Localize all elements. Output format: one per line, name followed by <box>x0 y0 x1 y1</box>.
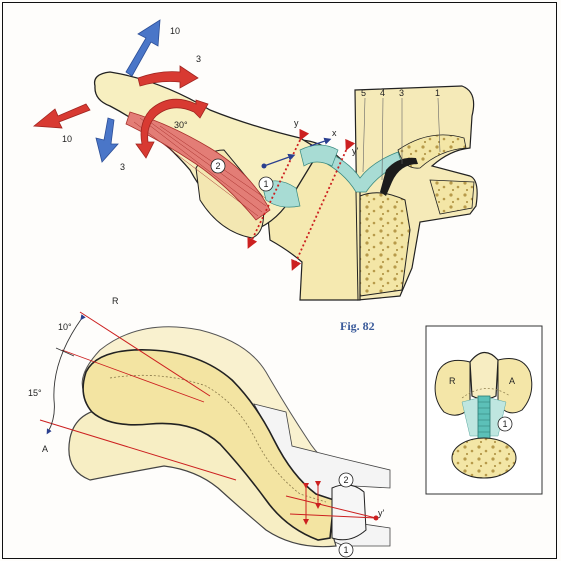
axis-origin-dot <box>262 164 267 169</box>
axis-y-prime-lower-label: y' <box>378 508 385 518</box>
axis-x-label: x <box>332 128 337 138</box>
inset-label-r: R <box>449 376 456 386</box>
label-r: R <box>112 296 119 306</box>
force-arrow-blue-down <box>96 118 118 162</box>
inset-panel: R A 1 <box>426 326 542 494</box>
force-arrow-red-left <box>34 104 90 128</box>
top-view: 10 3 10 3 30° y x y' 5 4 3 1 2 1 <box>34 20 477 300</box>
base-capsule <box>332 485 366 540</box>
angle-divider <box>56 348 74 356</box>
force-arrow-blue-up <box>126 20 160 76</box>
part-number-3: 3 <box>399 88 404 98</box>
figure-caption: Fig. 82 <box>340 319 375 333</box>
inset-central-ligament <box>478 396 490 440</box>
force-label-3-bottom: 3 <box>120 162 125 172</box>
part-number-4: 4 <box>380 88 385 98</box>
inset-center-dome <box>470 352 498 399</box>
part-number-5: 5 <box>361 88 366 98</box>
force-label-10-top: 10 <box>170 26 180 36</box>
part-number-1: 1 <box>435 88 440 98</box>
inset-label-a: A <box>509 376 515 386</box>
axis-y-label: y <box>294 118 299 128</box>
angle-label-15: 15° <box>28 388 42 398</box>
lower-view: R A 10° 15° y' 2 1 <box>28 296 390 557</box>
force-label-10-left: 10 <box>62 134 72 144</box>
force-label-3-top: 3 <box>196 54 201 64</box>
circled-label-2-top: 2 <box>215 161 220 171</box>
inset-base-bone <box>452 438 516 478</box>
axis-y-prime-label: y' <box>352 146 359 156</box>
label-a: A <box>42 444 48 454</box>
circled-label-2-lower: 2 <box>343 475 348 485</box>
angle-arc <box>48 318 82 432</box>
circled-label-1-lower: 1 <box>343 545 348 555</box>
rotation-angle-label: 30° <box>174 120 188 130</box>
angle-label-10: 10° <box>58 322 72 332</box>
spongy-bone-section <box>360 193 410 296</box>
circled-label-1-top: 1 <box>263 179 268 189</box>
inset-circled-label-1: 1 <box>502 419 507 429</box>
